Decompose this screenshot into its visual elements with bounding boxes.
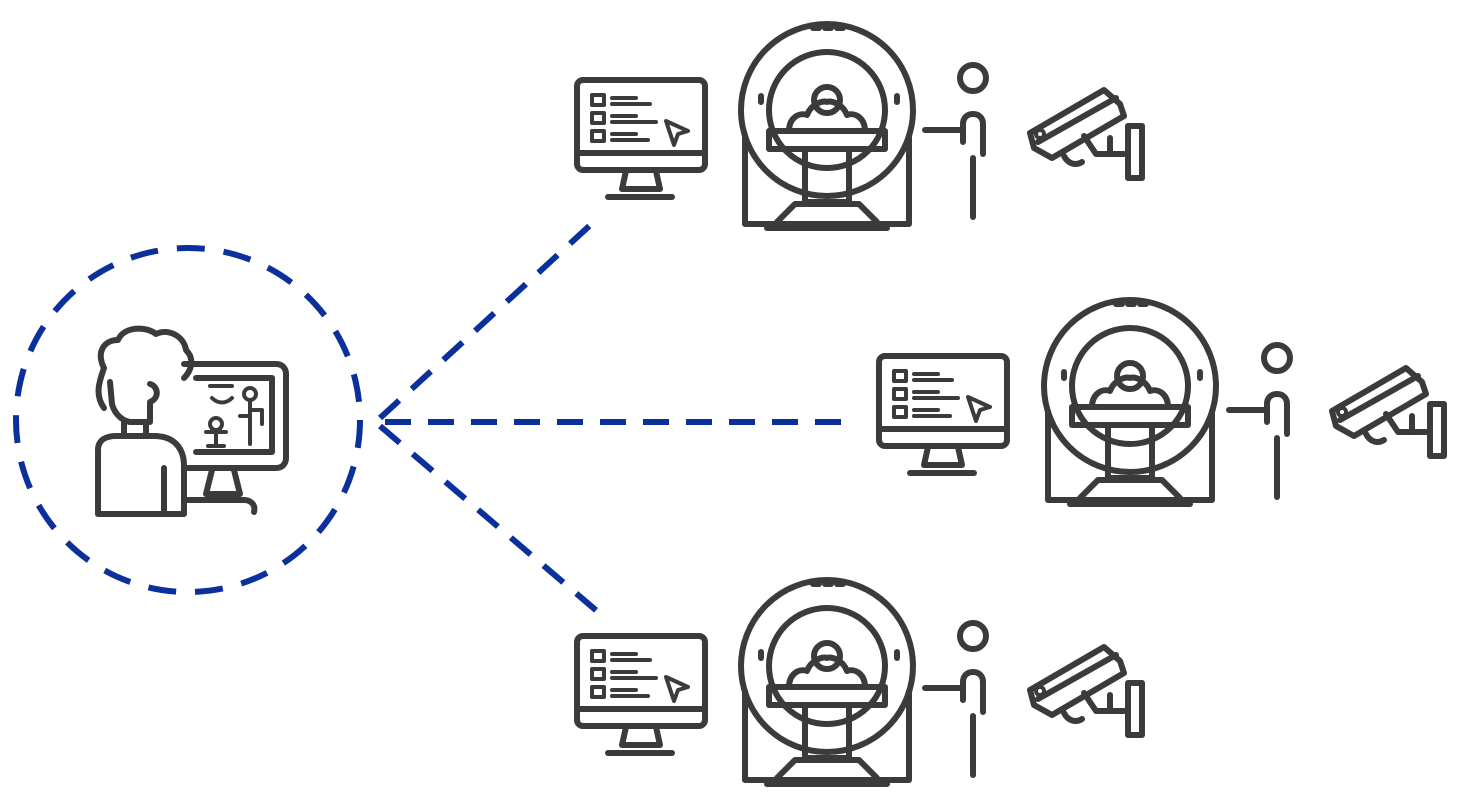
site-1 (577, 24, 1142, 228)
monitor-console-icon (577, 80, 705, 197)
hub-dashed-circle (16, 248, 360, 592)
mri-scanner-icon (741, 24, 913, 228)
monitor-console-icon (879, 356, 1007, 473)
link-to-site-1 (380, 218, 598, 418)
security-camera-icon (1332, 368, 1444, 456)
security-camera-icon (1030, 647, 1142, 735)
remote-operator-hub (16, 248, 360, 592)
site-2 (879, 300, 1444, 504)
technician-icon (1229, 345, 1290, 497)
technician-icon (925, 65, 986, 217)
site-3 (577, 580, 1142, 784)
mri-scanner-icon (741, 580, 913, 784)
monitor-console-icon (577, 636, 705, 753)
mri-scanner-icon (1044, 300, 1216, 504)
technician-icon (925, 623, 986, 775)
link-to-site-3 (380, 426, 598, 612)
dashed-connection-links (380, 218, 852, 612)
security-camera-icon (1030, 90, 1142, 178)
remote-operator-workstation-icon (98, 329, 286, 514)
